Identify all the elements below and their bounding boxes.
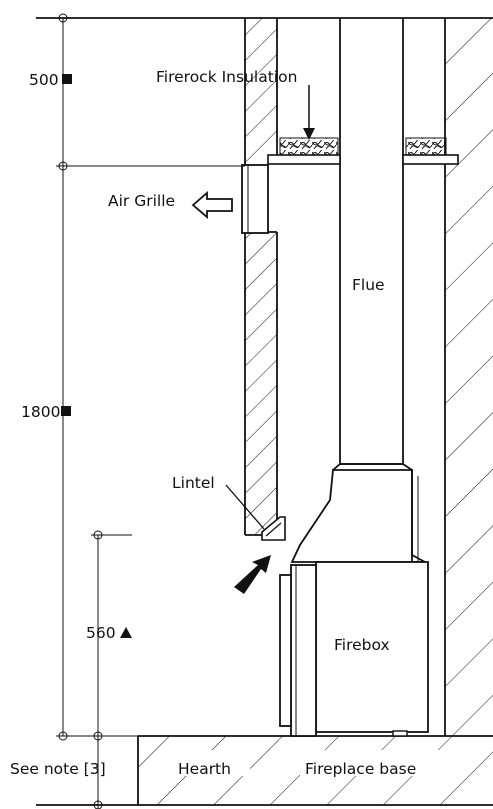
lintel-shape (261, 516, 286, 541)
hearth-label: Hearth (178, 760, 231, 778)
fireplace-base-label: Fireplace base (305, 760, 416, 778)
air-grille-box (241, 164, 269, 234)
insulation-arrowhead (303, 128, 315, 140)
insulation-label: Firerock Insulation (156, 68, 297, 86)
see-note-label: See note [3] (10, 760, 106, 778)
firebox-assembly (279, 463, 429, 737)
firebox-label: Firebox (334, 636, 390, 654)
dimension-500-value: 500 (29, 71, 59, 89)
triangle-marker-icon (120, 627, 132, 638)
flue-label: Flue (352, 276, 385, 294)
dimension-1800-value: 1800 (21, 403, 60, 421)
dimension-lines (56, 13, 245, 809)
air-grille-label: Air Grille (108, 192, 175, 210)
flue-pipe (339, 18, 404, 464)
lintel-label: Lintel (172, 474, 215, 492)
dimension-560-value: 560 (86, 624, 116, 642)
chimney-wall-lower (244, 231, 278, 536)
chimney-wall-upper (244, 18, 278, 166)
square-marker-icon (62, 74, 72, 84)
air-grille-arrow (191, 191, 233, 219)
hearth-base (137, 735, 493, 805)
air-inlet-arrow (234, 555, 271, 594)
square-marker-icon (61, 406, 71, 416)
lintel-leader (225, 484, 265, 530)
back-wall (444, 18, 493, 736)
insulation-shelf (267, 137, 459, 165)
